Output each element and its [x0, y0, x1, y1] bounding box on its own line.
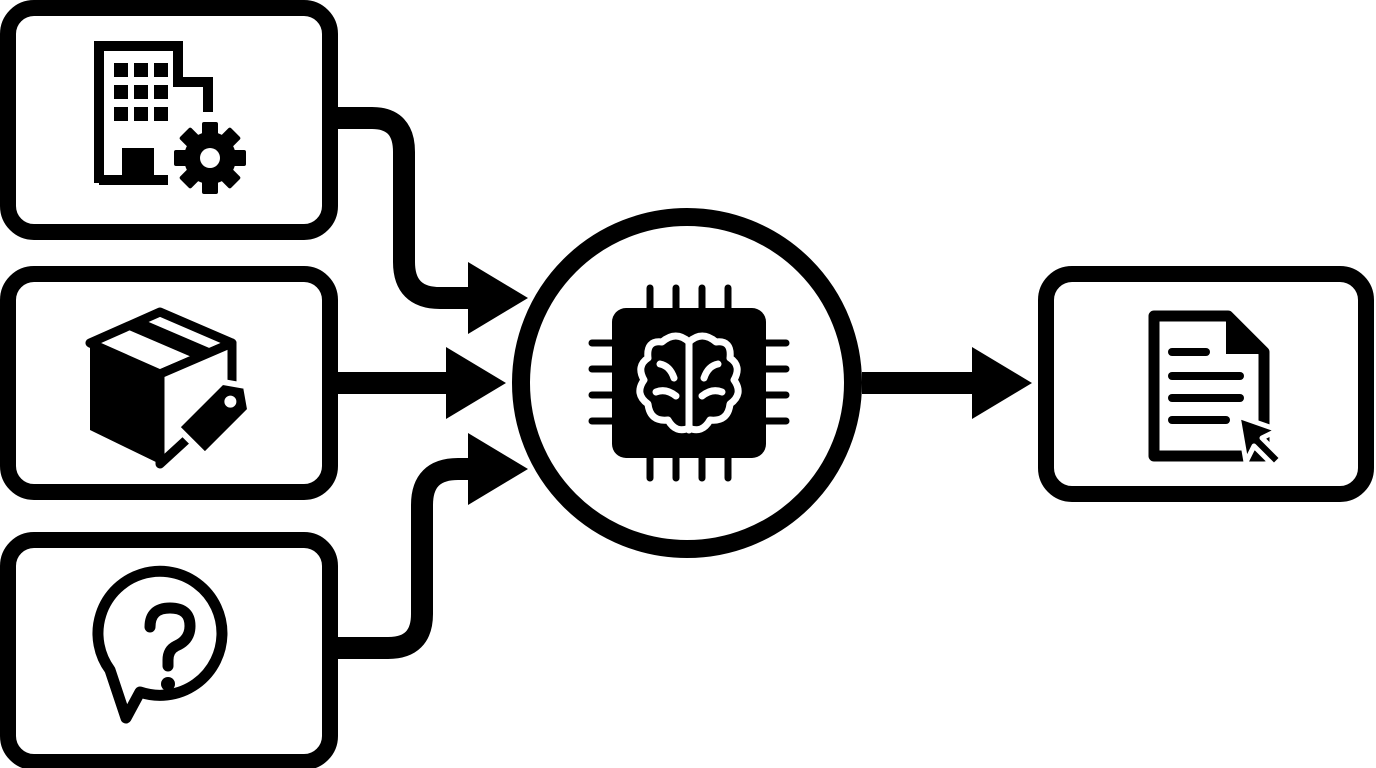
- connectors: [338, 107, 975, 659]
- connector-input-1: [338, 107, 470, 309]
- package-tag-icon: [85, 307, 254, 469]
- output-box: [1038, 266, 1374, 502]
- arrowhead-input-2: [446, 347, 506, 419]
- question-bubble-icon: [92, 565, 228, 724]
- input-box-1: [0, 0, 338, 240]
- input-box-1-frame: [0, 0, 338, 240]
- input-box-3: [0, 532, 338, 768]
- connector-input-3: [338, 458, 470, 659]
- arrowhead-input-1: [468, 262, 528, 334]
- arrowheads: [446, 262, 1032, 505]
- document-cursor-icon: [1148, 310, 1285, 469]
- ai-brain-chip-icon: [588, 284, 790, 482]
- input-box-2: [0, 266, 338, 500]
- building-gear-icon: [94, 41, 250, 198]
- arrowhead-input-3: [468, 433, 528, 505]
- processor-node: [512, 208, 862, 558]
- arrowhead-output: [972, 347, 1032, 419]
